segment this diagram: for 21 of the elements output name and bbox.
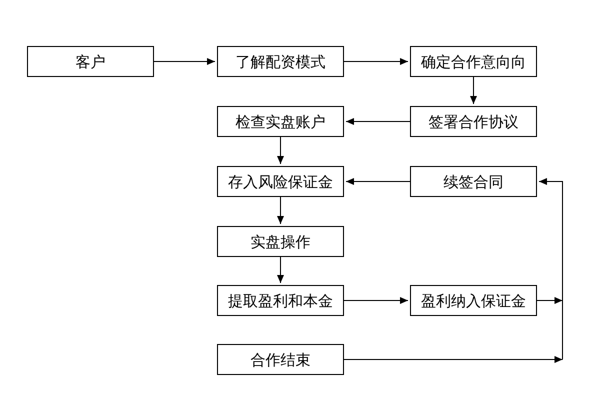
arrow: [470, 76, 477, 104]
process-box: 签署合作协议: [410, 106, 537, 137]
arrow: [346, 118, 410, 125]
process-box: 客户: [27, 46, 154, 77]
arrow: [346, 178, 410, 185]
process-box: 检查实盘账户: [217, 106, 344, 137]
process-box: 续签合同: [410, 166, 537, 197]
process-box: 提取盈利和本金: [217, 285, 344, 316]
process-box: 了解配资模式: [217, 46, 344, 77]
process-box: 实盘操作: [217, 226, 344, 257]
arrow: [277, 256, 284, 284]
arrow: [154, 58, 216, 65]
arrow: [277, 196, 284, 224]
arrow: [277, 136, 284, 164]
process-box: 存入风险保证金: [217, 166, 344, 197]
process-box: 确定合作意向向: [410, 46, 537, 77]
arrow: [344, 58, 408, 65]
arrow: [344, 297, 408, 304]
process-box: 合作结束: [217, 344, 344, 375]
arrow: [536, 297, 563, 304]
process-box: 盈利纳入保证金: [410, 285, 537, 316]
